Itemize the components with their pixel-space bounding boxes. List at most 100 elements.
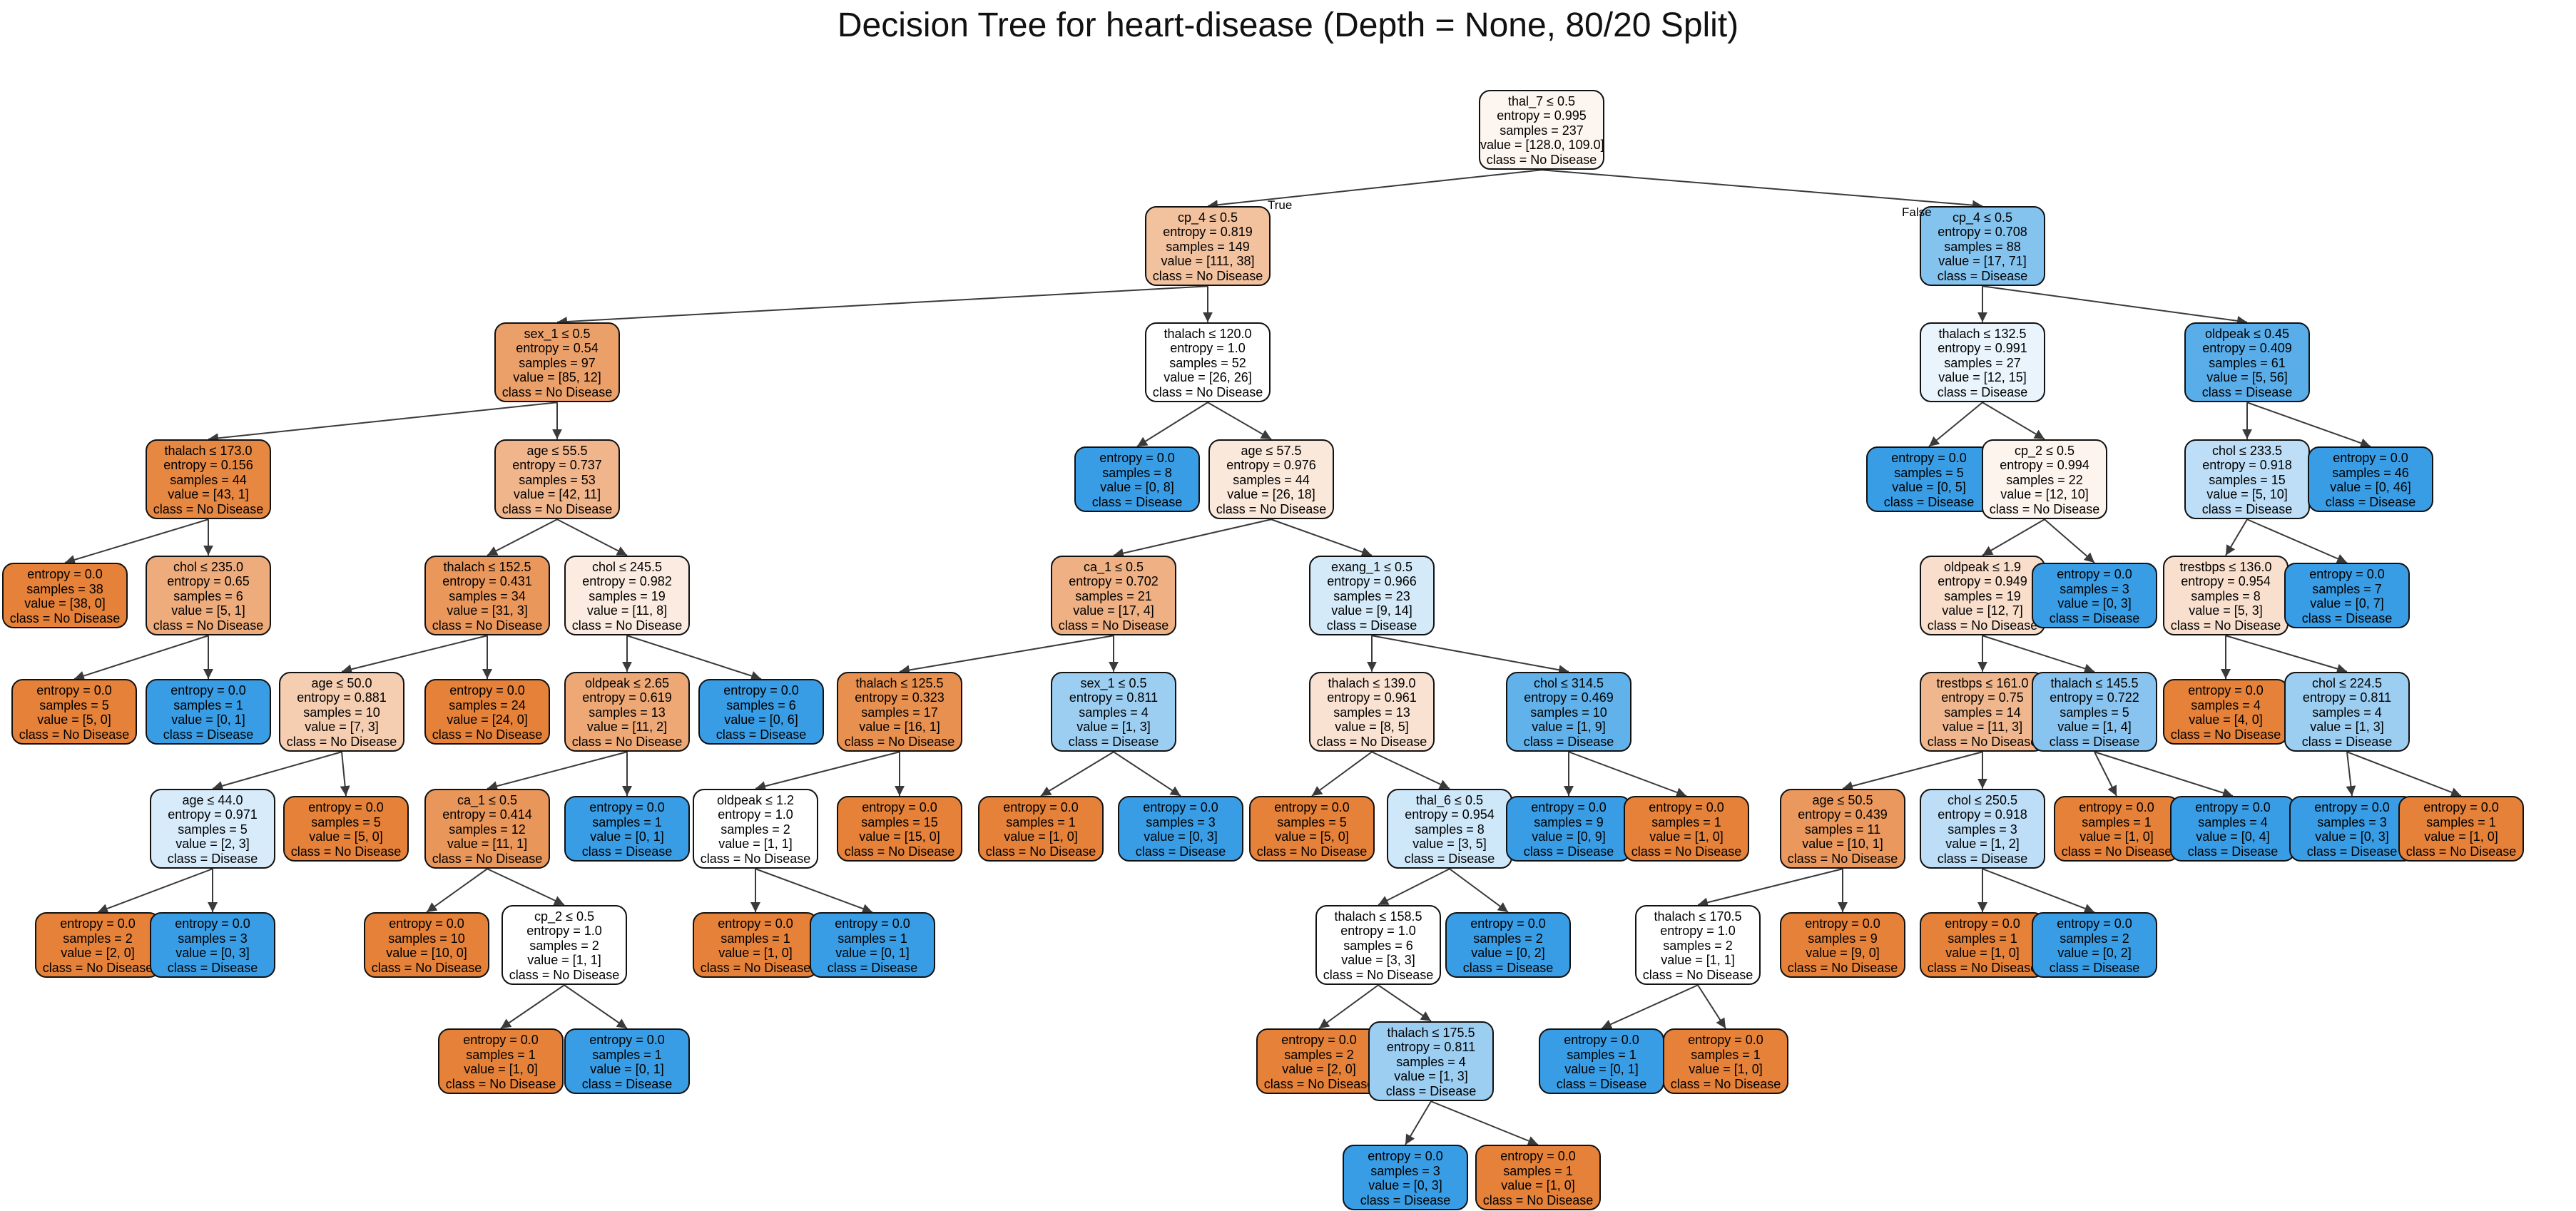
node-text-line: value = [11, 3]: [1942, 720, 2023, 735]
node-text-line: samples = 17: [861, 705, 938, 720]
node-text-line: value = [1, 3]: [2310, 720, 2384, 735]
node-text-line: class = No Disease: [2061, 844, 2172, 859]
node-text-line: samples = 3: [1370, 1163, 1440, 1178]
node-text-line: entropy = 0.991: [1938, 341, 2027, 356]
node-text-line: class = No Disease: [1787, 960, 1898, 975]
node-text-line: samples = 23: [1333, 588, 1410, 603]
node-text-line: class = No Disease: [844, 844, 955, 859]
node-text-line: class = Disease: [167, 960, 258, 975]
node-text-line: samples = 34: [449, 588, 526, 603]
node-text-line: entropy = 0.0: [718, 916, 793, 931]
node-text-line: samples = 5: [1894, 465, 1964, 480]
node-text-line: entropy = 0.702: [1069, 574, 1159, 589]
node-text-line: class = Disease: [1556, 1076, 1647, 1091]
node-text-line: entropy = 0.708: [1938, 225, 2027, 240]
node-text-line: entropy = 0.323: [855, 690, 945, 705]
node-text-line: sex_1 ≤ 0.5: [1080, 675, 1147, 690]
node-text-line: class = Disease: [1068, 734, 1159, 749]
node-text-line: samples = 1: [1691, 1047, 1761, 1062]
node-text-line: class = No Disease: [1787, 851, 1898, 866]
diagram-title: Decision Tree for heart-disease (Depth =…: [837, 6, 1739, 44]
node-text-line: entropy = 0.0: [1500, 1149, 1576, 1163]
node-text-line: thalach ≤ 158.5: [1334, 909, 1422, 924]
node-text-line: samples = 6: [726, 698, 796, 712]
node-text-line: samples = 4: [2191, 698, 2261, 712]
node-text-line: value = [1, 3]: [1394, 1069, 1468, 1084]
node-text-line: samples = 44: [170, 472, 247, 487]
node-text-line: samples = 1: [1567, 1047, 1636, 1062]
node-text-line: value = [5, 0]: [37, 712, 111, 727]
node-text-line: class = No Disease: [153, 618, 264, 633]
node-text-line: entropy = 0.0: [2057, 567, 2132, 581]
node-text-line: samples = 1: [1948, 931, 2017, 946]
node-text-line: class = Disease: [2201, 501, 2293, 516]
node-text-line: value = [4, 0]: [2189, 712, 2263, 727]
node-text-line: entropy = 0.971: [168, 807, 258, 822]
node-text-line: entropy = 0.949: [1938, 574, 2027, 589]
node-text-line: value = [0, 5]: [1892, 480, 1966, 494]
node-text-line: entropy = 0.409: [2202, 341, 2292, 356]
node-text-line: class = Disease: [716, 727, 807, 742]
node-text-line: entropy = 0.811: [1069, 690, 1159, 705]
node-text-line: value = [1, 1]: [1661, 953, 1735, 968]
node-text-line: thalach ≤ 152.5: [443, 559, 531, 574]
false-branch-label: False: [1902, 205, 1932, 219]
node-text-line: class = No Disease: [432, 851, 543, 866]
node-text-line: class = Disease: [1462, 960, 1554, 975]
node-text-line: samples = 1: [592, 814, 662, 829]
node-text-line: entropy = 0.811: [2302, 690, 2392, 705]
node-text-line: samples = 8: [2191, 588, 2261, 603]
node-text-line: entropy = 0.0: [2423, 800, 2499, 814]
node-text-line: entropy = 0.0: [1891, 451, 1967, 465]
node-text-line: entropy = 1.0: [526, 924, 602, 939]
node-text-line: value = [1, 0]: [2079, 829, 2154, 844]
tree-edge: [1449, 868, 1509, 913]
node-text-line: samples = 10: [303, 705, 380, 720]
node-text-line: class = Disease: [827, 960, 918, 975]
node-text-line: class = Disease: [2187, 844, 2279, 859]
node-text-line: samples = 13: [1333, 705, 1410, 720]
tree-edge: [564, 984, 628, 1029]
node-text-line: samples = 4: [2198, 814, 2268, 829]
node-text-line: entropy = 0.0: [1003, 800, 1079, 814]
node-text-line: class = No Disease: [700, 960, 811, 975]
node-text-line: value = [128.0, 109.0]: [1480, 138, 1604, 153]
node-text-line: class = No Disease: [1152, 268, 1263, 283]
node-text-line: entropy = 0.918: [1938, 807, 2027, 822]
node-text-line: chol ≤ 224.5: [2312, 675, 2382, 690]
node-text-line: entropy = 0.811: [1386, 1040, 1476, 1055]
tree-edge: [2346, 751, 2462, 797]
node-text-line: samples = 2: [2060, 931, 2129, 946]
node-text-line: value = [0, 2]: [1471, 946, 1545, 960]
tree-edge: [626, 635, 762, 681]
node-text-line: oldpeak ≤ 2.65: [585, 675, 669, 690]
tree-edge: [1697, 868, 1843, 908]
node-text-line: value = [1, 2]: [1945, 837, 2020, 852]
node-text-line: value = [0, 3]: [2057, 596, 2132, 610]
node-text-line: value = [0, 1]: [590, 1062, 664, 1076]
node-text-line: class = No Disease: [1256, 844, 1368, 859]
node-text-line: value = [17, 71]: [1938, 254, 2027, 269]
node-text-line: value = [5, 56]: [2206, 370, 2288, 385]
tree-edge: [2346, 752, 2356, 797]
node-text-line: sex_1 ≤ 0.5: [524, 326, 591, 341]
node-text-line: entropy = 0.0: [1143, 800, 1218, 814]
tree-edge: [1207, 402, 1272, 440]
node-text-line: entropy = 0.0: [2309, 567, 2385, 581]
node-text-line: entropy = 0.75: [1941, 690, 2024, 705]
